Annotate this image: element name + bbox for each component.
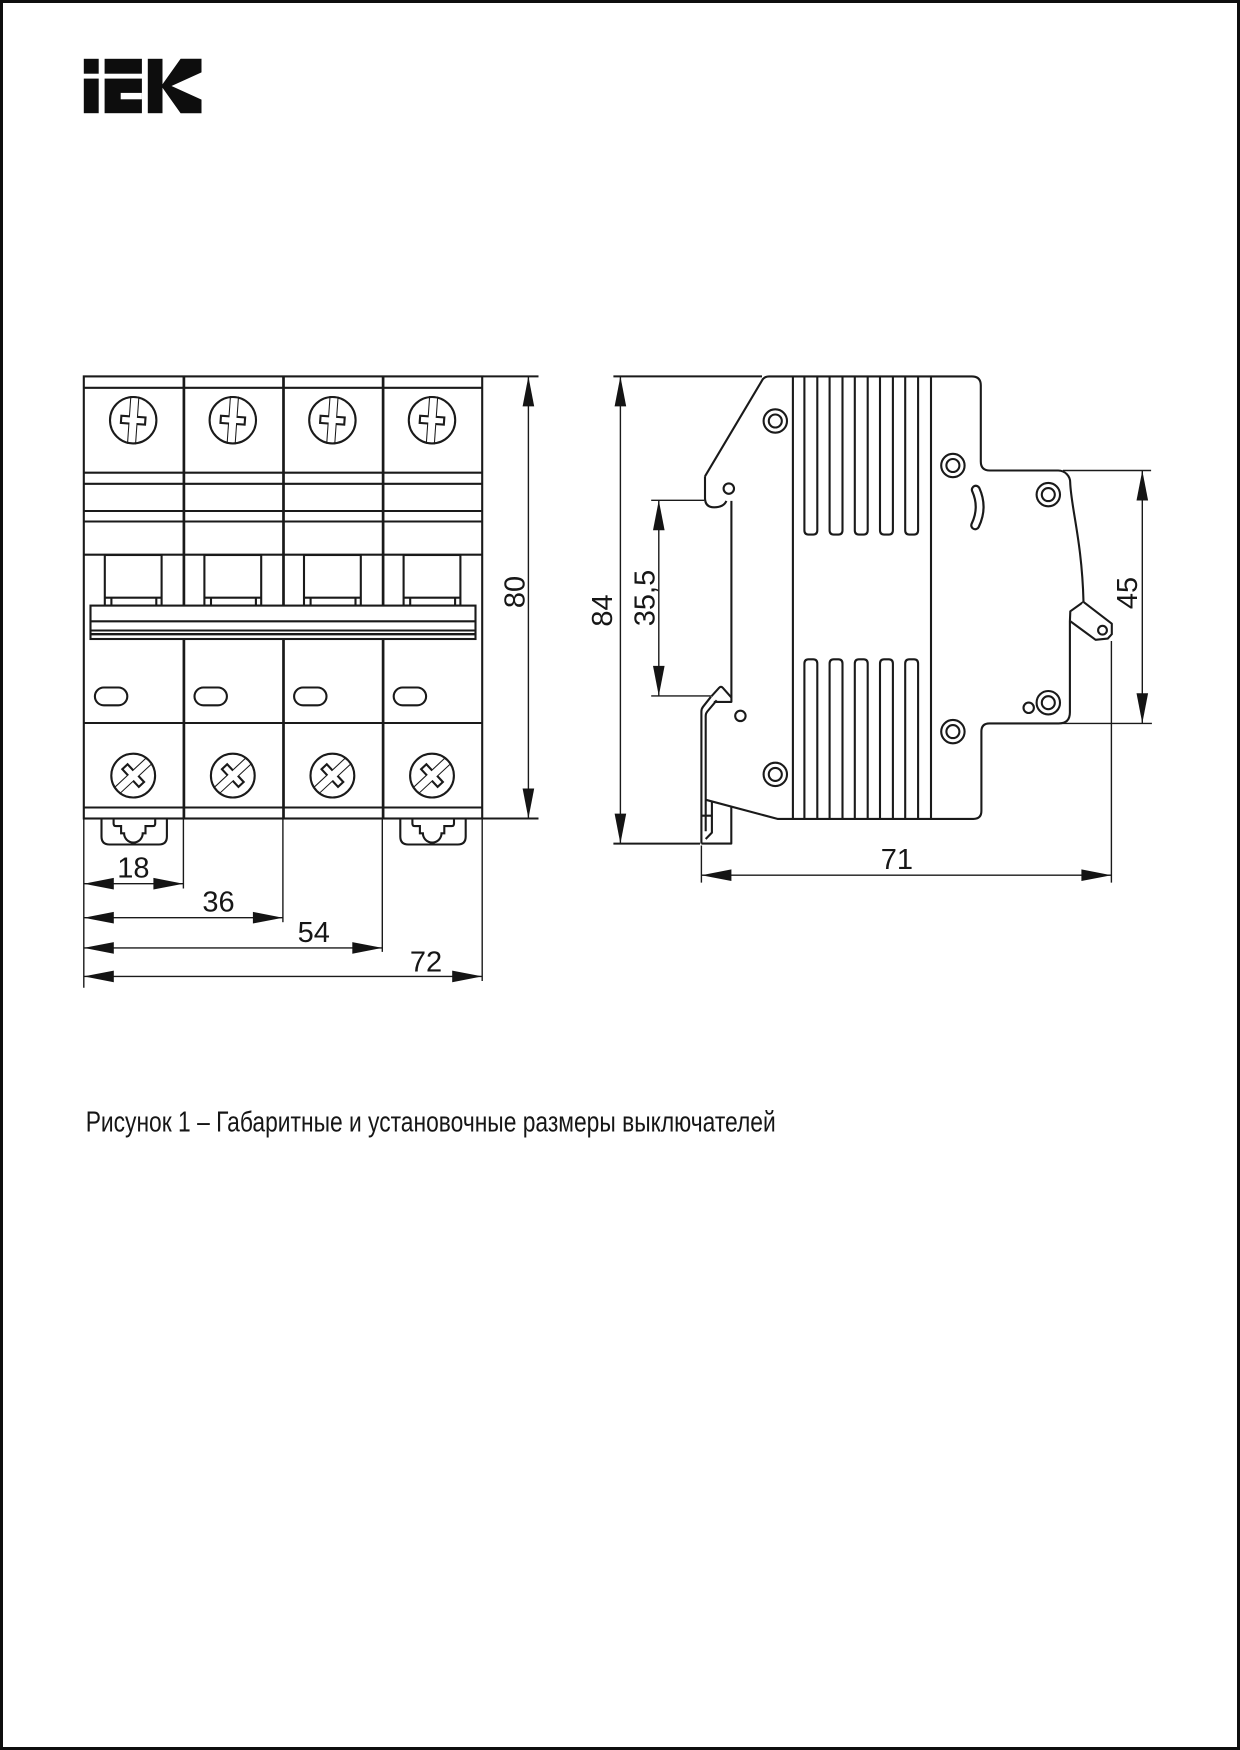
svg-text:72: 72 <box>410 946 442 978</box>
svg-text:35,5: 35,5 <box>629 570 661 626</box>
svg-text:80: 80 <box>499 576 531 608</box>
svg-text:36: 36 <box>202 887 234 919</box>
svg-text:54: 54 <box>298 917 330 949</box>
svg-text:18: 18 <box>117 853 149 885</box>
svg-text:45: 45 <box>1112 577 1144 609</box>
svg-text:Рисунок 1 – Габаритные и устан: Рисунок 1 – Габаритные и установочные ра… <box>86 1107 776 1139</box>
svg-text:84: 84 <box>587 594 619 626</box>
svg-text:71: 71 <box>881 844 913 876</box>
